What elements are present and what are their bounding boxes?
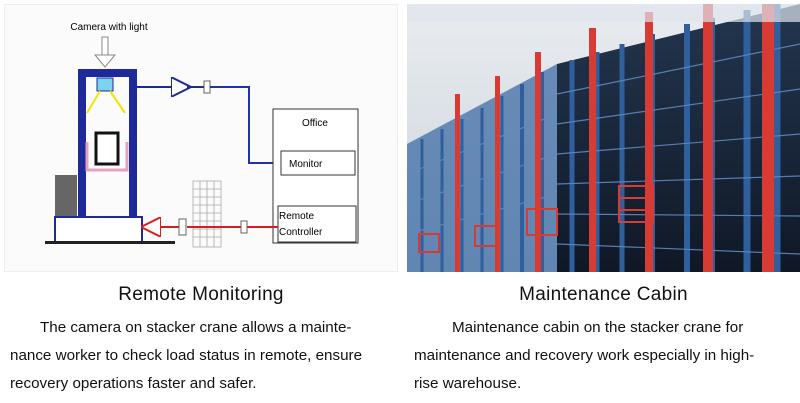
maintenance-cabin-photo [407,4,800,272]
warehouse-rack-illustration [407,4,800,272]
ceiling-band [407,4,800,22]
monitor-label: Monitor [289,159,323,170]
rail [45,241,175,244]
section-text-maintenance-cabin: Maintenance cabin on the stacker crane f… [414,314,798,398]
stacker-crane-masts [455,4,774,272]
remote-label-line1: Remote [279,211,314,222]
text-line-content: Maintenance cabin on the stacker crane f… [452,319,744,336]
text-line: recovery operations faster and safer. [10,375,257,392]
side-pillar [55,175,77,219]
text-line: maintenance and recovery work especially… [414,347,755,364]
text-line-content: The camera on stacker crane allows a mai… [40,319,352,336]
diagram-svg: Camera with light [45,22,359,248]
video-signal-line [135,81,281,164]
text-line: The camera on stacker crane allows a mai… [10,314,394,342]
control-signal-line [145,219,278,235]
text-line: rise warehouse. [414,375,522,392]
rack-beams [407,43,800,255]
monitor-box [280,150,356,176]
remote-monitoring-diagram: Camera with light [4,4,398,272]
camera-light-beams [86,90,126,114]
remote-label-line2: Controller [279,227,323,238]
cabin-with-load [85,131,129,172]
office-label: Office [302,118,328,129]
section-title-remote-monitoring: Remote Monitoring [118,284,284,305]
camera-pointer-arrow [93,36,117,68]
crane-base [54,216,143,244]
section-text-remote-monitoring: The camera on stacker crane allows a mai… [10,314,394,398]
camera-label: Camera with light [70,22,147,33]
section-title-maintenance-cabin: Maintenance Cabin [519,284,688,305]
stacker-crane-mast [78,69,137,217]
rack-grid [192,180,222,248]
text-line: Maintenance cabin on the stacker crane f… [414,314,798,342]
camera-box [96,77,114,92]
remote-controller-box [277,205,357,243]
text-line: nance worker to check load status in rem… [10,347,363,364]
maintenance-cabins [418,185,654,253]
